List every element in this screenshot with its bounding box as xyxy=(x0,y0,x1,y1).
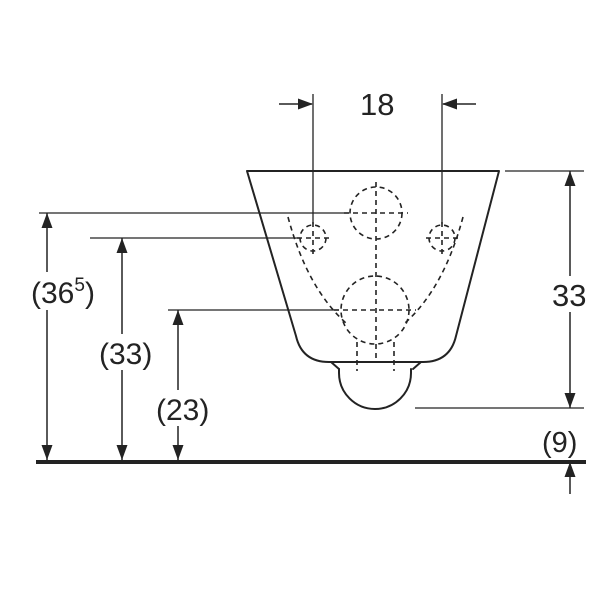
arrow-up-icon xyxy=(564,171,576,186)
label-bg-33-right xyxy=(547,276,593,312)
outlet-connector-right xyxy=(412,361,422,370)
label-bg-33-left xyxy=(96,334,158,370)
arrow-up-icon xyxy=(116,238,128,253)
label-bg-23 xyxy=(153,390,215,426)
hidden-geometry xyxy=(287,182,464,371)
outlet-connector-left xyxy=(330,361,340,370)
arrow-up-icon xyxy=(564,462,576,477)
dim-label-18: 18 xyxy=(360,87,394,122)
dim-label-9: (9) xyxy=(542,427,577,459)
arrow-right-icon xyxy=(298,98,313,110)
arrow-down-icon xyxy=(564,393,576,408)
dimension-labels: 18 (365) (33) (23) 33 (9) xyxy=(31,87,586,459)
label-backgrounds xyxy=(28,272,593,426)
mounting-hole-right xyxy=(428,224,456,252)
outlet-u-shape xyxy=(338,368,412,410)
dim-label-33-left: (33) xyxy=(99,338,152,371)
arrow-down-icon xyxy=(116,445,128,460)
arrow-up-icon xyxy=(41,213,53,228)
mounting-hole-left xyxy=(299,224,327,252)
toilet-outline xyxy=(36,170,586,464)
arrow-left-icon xyxy=(442,98,457,110)
dimension-lines xyxy=(39,94,584,494)
arrowheads xyxy=(41,98,576,477)
inner-bowl-curve-left xyxy=(287,216,347,324)
inner-bowl-curve-right xyxy=(404,216,464,324)
arrow-down-icon xyxy=(41,445,53,460)
label-bg-36-5 xyxy=(28,272,98,310)
arrow-down-icon xyxy=(172,445,184,460)
bowl-outline xyxy=(246,170,500,363)
dim-label-23: (23) xyxy=(156,394,209,427)
arrow-up-icon xyxy=(172,310,184,325)
dim-label-33-right: 33 xyxy=(552,278,586,313)
dim-label-36-5: (365) xyxy=(31,275,95,310)
